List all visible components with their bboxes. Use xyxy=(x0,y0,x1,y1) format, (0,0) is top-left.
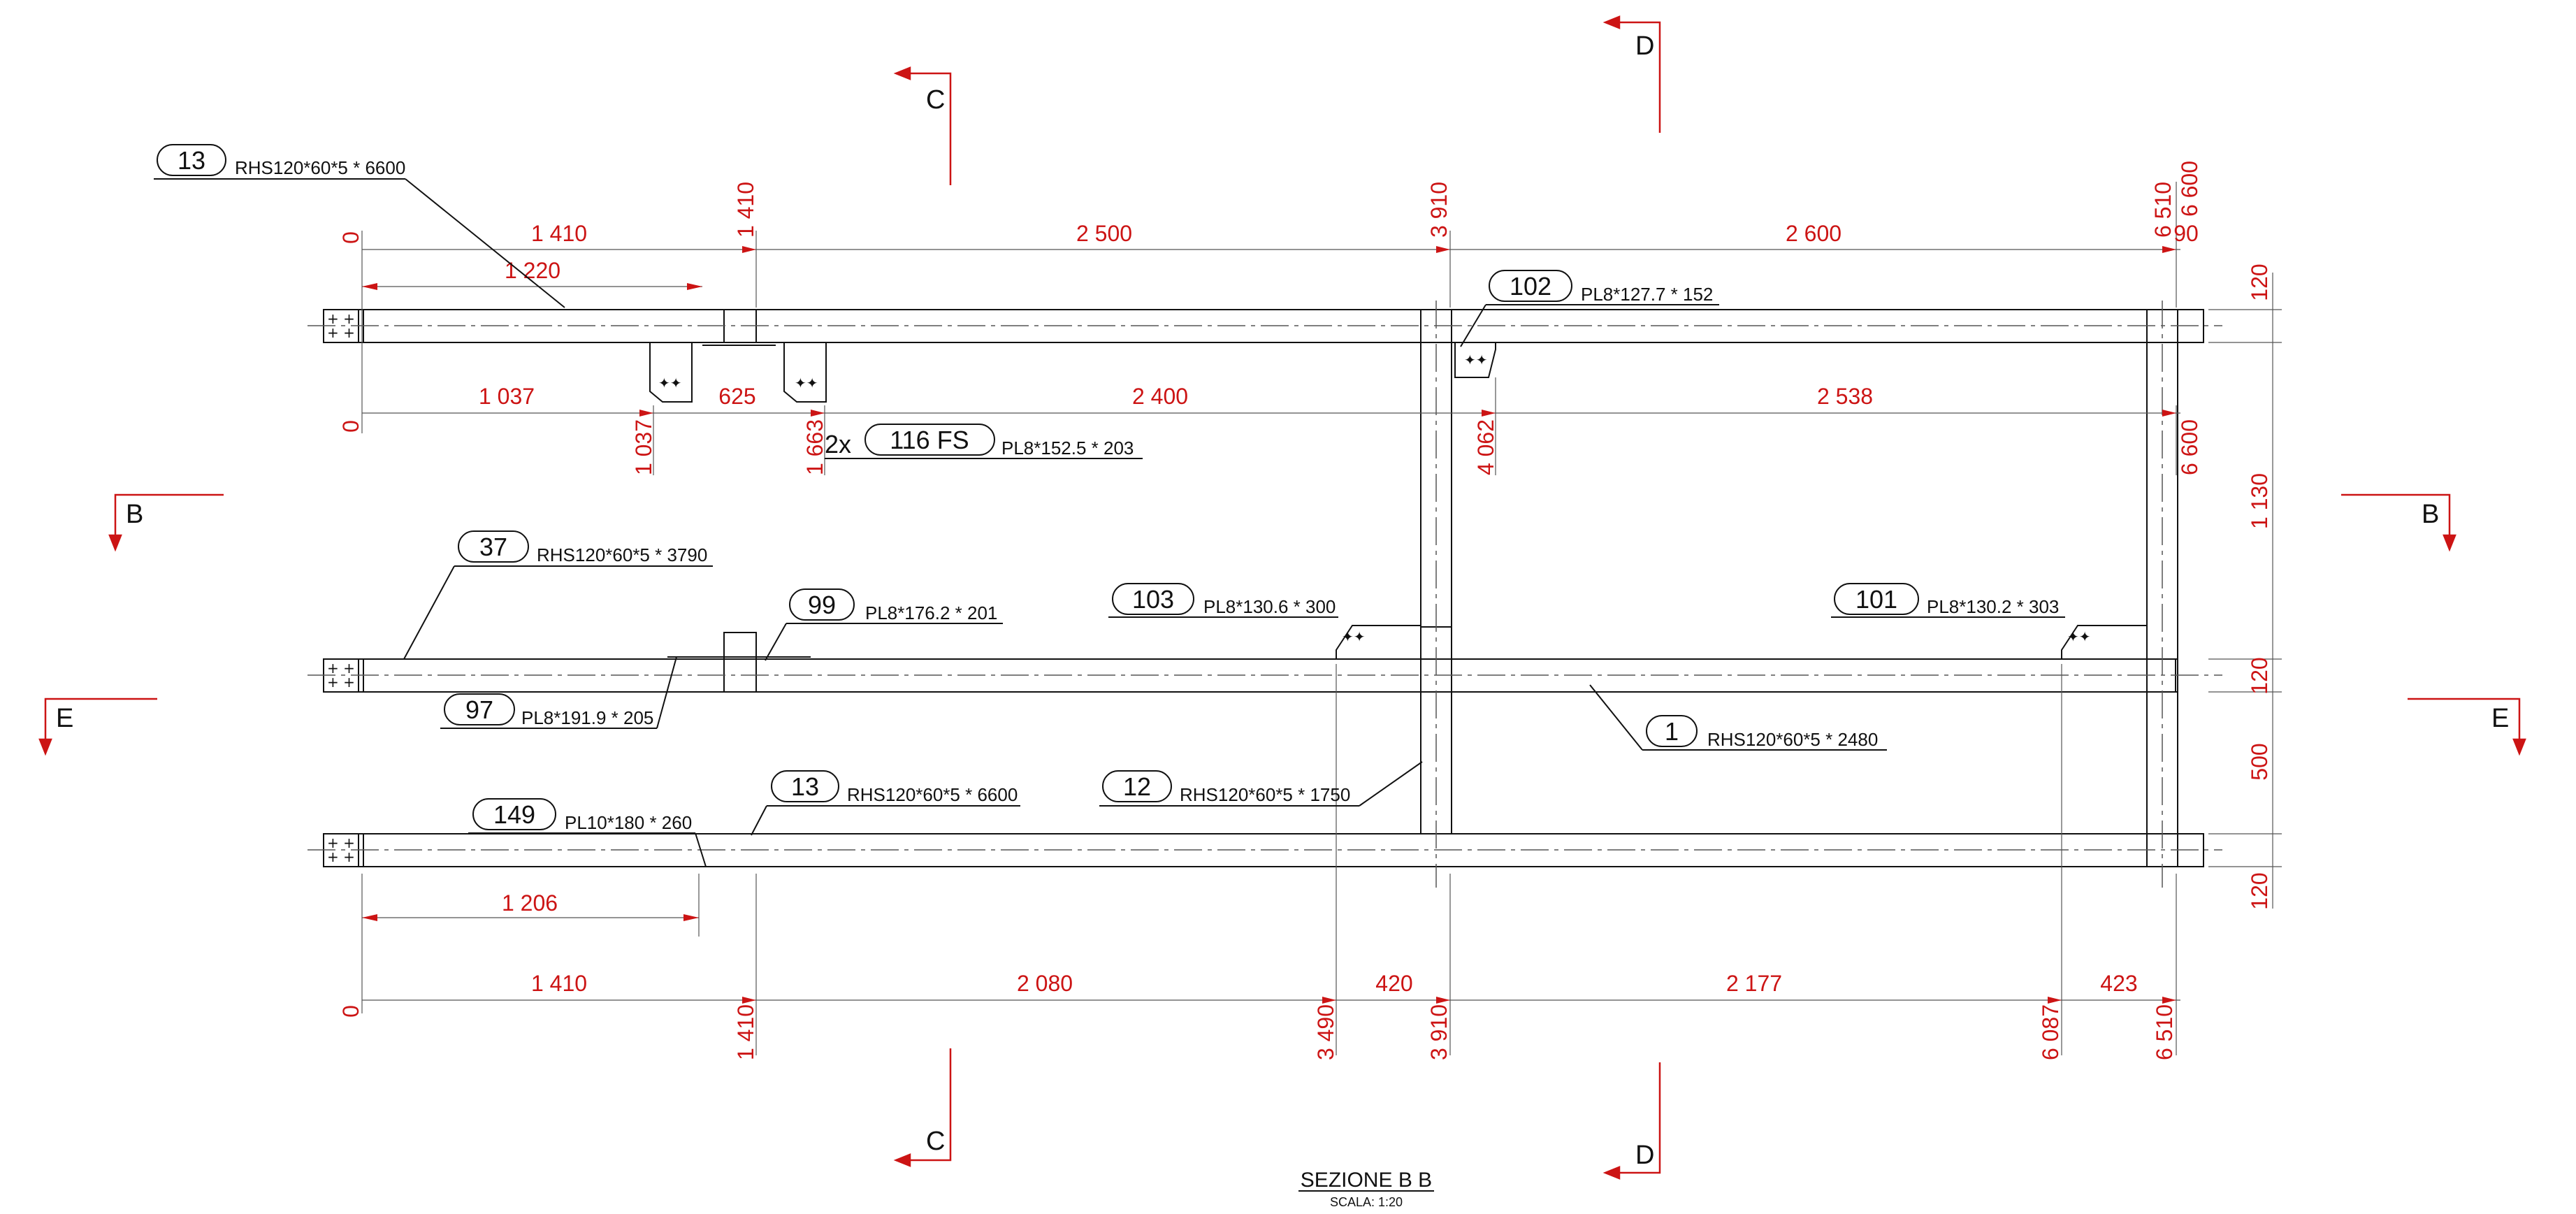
dim-bottom-0: 0 xyxy=(338,1005,363,1018)
section-e-left-label: E xyxy=(56,704,73,733)
part-desc-116fs: PL8*152.5 * 203 xyxy=(1001,438,1134,458)
svg-text:+ +: + + xyxy=(327,674,355,691)
dim-bot-625: 625 xyxy=(718,384,755,409)
part-tag-103: 103 xyxy=(1132,585,1174,614)
part-tag-149: 149 xyxy=(493,800,535,829)
bolt-symbols: + ++ + + ++ + + ++ + ✦✦ ✦✦ ✦✦ ✦✦ ✦✦ xyxy=(327,310,2091,865)
dimension-lines xyxy=(361,182,2282,1055)
dim-bottom-2080: 2 080 xyxy=(1017,971,1073,996)
dim-bottom-2177: 2 177 xyxy=(1726,971,1782,996)
dim-bottom-423: 423 xyxy=(2100,971,2137,996)
section-d-bottom-label: D xyxy=(1635,1141,1654,1170)
part-desc-103: PL8*130.6 * 300 xyxy=(1203,596,1336,617)
dim-bottom-3490: 3 490 xyxy=(1313,1004,1338,1060)
dimension-arrows xyxy=(362,246,2176,1004)
dim-bottom-1206: 1 206 xyxy=(502,890,558,916)
part-desc-12: RHS120*60*5 * 1750 xyxy=(1180,784,1350,805)
part-desc-99: PL8*176.2 * 201 xyxy=(865,602,997,623)
part-tag-101: 101 xyxy=(1855,585,1897,614)
svg-text:+ +: + + xyxy=(327,848,355,865)
dim-vert-120-b: 120 xyxy=(2247,657,2272,694)
part-tag-13-top: 13 xyxy=(178,146,205,175)
part-desc-97: PL8*191.9 * 205 xyxy=(521,707,653,728)
section-c-bottom-label: C xyxy=(926,1127,945,1156)
part-tag-116fs: 116 FS xyxy=(890,426,969,454)
drawing-title: SEZIONE B B xyxy=(1301,1169,1432,1192)
part-tag-12: 12 xyxy=(1123,772,1151,801)
section-e-right-label: E xyxy=(2491,704,2509,733)
dim-top-3910: 3 910 xyxy=(1426,182,1452,238)
dim-vert-500: 500 xyxy=(2247,743,2272,780)
part-desc-1: RHS120*60*5 * 2480 xyxy=(1707,729,1878,750)
part-prefix-116fs: 2x xyxy=(825,430,851,458)
dim-bot-0: 0 xyxy=(338,420,363,433)
section-d-top-label: D xyxy=(1635,31,1654,61)
dim-vert-120-c: 120 xyxy=(2247,872,2272,909)
dim-bottom-1410: 1 410 xyxy=(531,971,587,996)
part-desc-13-top: RHS120*60*5 * 6600 xyxy=(235,157,405,178)
svg-text:+ +: + + xyxy=(327,834,355,851)
part-desc-37: RHS120*60*5 * 3790 xyxy=(537,544,707,565)
svg-text:+ +: + + xyxy=(327,324,355,341)
part-desc-149: PL10*180 * 260 xyxy=(565,812,692,833)
svg-text:✦✦: ✦✦ xyxy=(1342,628,1366,645)
part-tag-102: 102 xyxy=(1510,272,1551,301)
svg-text:+ +: + + xyxy=(327,660,355,677)
dim-top-1410-ordinate: 1 410 xyxy=(733,182,758,238)
dim-bottom-6510: 6 510 xyxy=(2152,1004,2177,1060)
part-tag-13-bottom: 13 xyxy=(791,772,819,801)
dim-top-2500: 2 500 xyxy=(1076,221,1132,246)
svg-text:+ +: + + xyxy=(327,310,355,327)
dim-vert-120-a: 120 xyxy=(2247,263,2272,301)
section-b-left-label: B xyxy=(126,500,143,529)
dim-top-0: 0 xyxy=(338,231,363,244)
section-b-right-label: B xyxy=(2422,500,2439,529)
dim-bot-1037-ordinate: 1 037 xyxy=(631,419,656,475)
dim-bot-4062: 4 062 xyxy=(1473,419,1498,475)
dim-bottom-3910: 3 910 xyxy=(1426,1004,1452,1060)
section-marks xyxy=(38,15,2526,1180)
section-c-top-label: C xyxy=(926,85,945,115)
callout-leaders xyxy=(154,144,2065,867)
part-desc-101: PL8*130.2 * 303 xyxy=(1927,596,2059,617)
dim-top-2600: 2 600 xyxy=(1786,221,1841,246)
part-tag-97: 97 xyxy=(465,695,493,724)
svg-text:✦✦: ✦✦ xyxy=(795,375,818,391)
dim-bottom-6087: 6 087 xyxy=(2038,1004,2063,1060)
dim-top-1410: 1 410 xyxy=(531,221,587,246)
dim-vert-1130: 1 130 xyxy=(2247,473,2272,529)
dim-bot-6600: 6 600 xyxy=(2177,419,2202,475)
part-tag-99: 99 xyxy=(808,591,836,619)
svg-text:✦✦: ✦✦ xyxy=(658,375,682,391)
dim-bot-1663: 1 663 xyxy=(802,419,827,475)
dim-top-6600: 6 600 xyxy=(2177,161,2202,217)
part-desc-102: PL8*127.7 * 152 xyxy=(1581,284,1713,305)
dim-bottom-420: 420 xyxy=(1375,971,1412,996)
part-tag-37: 37 xyxy=(479,533,507,561)
dim-top-90: 90 xyxy=(2173,221,2199,246)
dim-bot-1037: 1 037 xyxy=(479,384,535,409)
dim-top-6510: 6 510 xyxy=(2150,182,2176,238)
centerlines xyxy=(307,301,2222,888)
dim-bot-2538: 2 538 xyxy=(1817,384,1873,409)
dim-bottom-1410-ordinate: 1 410 xyxy=(733,1004,758,1060)
dim-top-1220: 1 220 xyxy=(505,258,560,283)
svg-text:✦✦: ✦✦ xyxy=(2067,628,2091,645)
part-tag-1: 1 xyxy=(1665,717,1679,746)
dim-bot-2400: 2 400 xyxy=(1132,384,1188,409)
beams xyxy=(323,309,2204,867)
svg-text:✦✦: ✦✦ xyxy=(1464,352,1488,368)
part-desc-13-bottom: RHS120*60*5 * 6600 xyxy=(847,784,1018,805)
drawing-scale: SCALA: 1:20 xyxy=(1330,1195,1403,1209)
